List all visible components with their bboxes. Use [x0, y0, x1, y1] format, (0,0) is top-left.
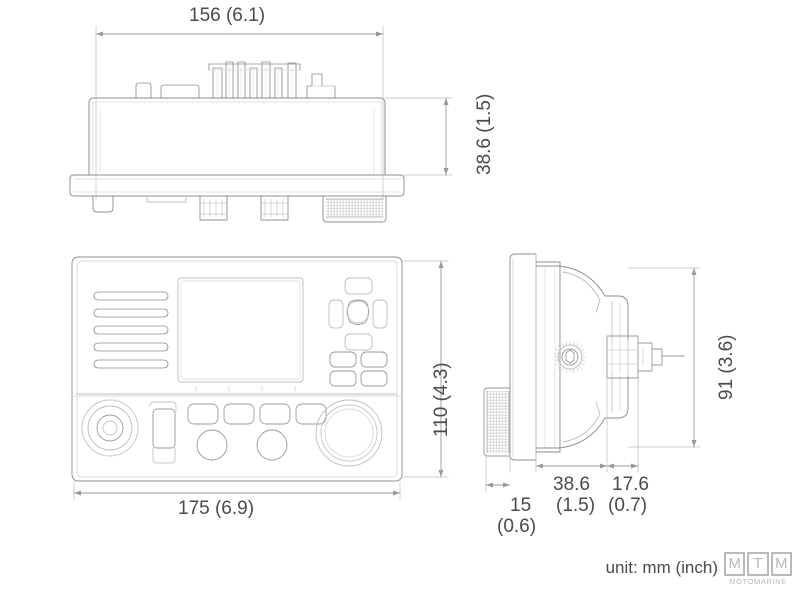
motomarine-watermark: M T M MOTOMARINE	[724, 552, 792, 586]
dim-label-side-bezel-bottom: (0.6)	[497, 516, 537, 537]
dim-line-top-width	[95, 31, 384, 37]
side-ribbed-connector	[483, 387, 511, 457]
dim-label-front-height: 110 (4.3)	[431, 362, 452, 437]
dim-label-side-conn-bottom: (0.7)	[608, 495, 648, 516]
dim-label-side-body-bottom: (1.5)	[556, 495, 596, 516]
speaker-grille	[93, 291, 169, 369]
top-view-connectors	[92, 195, 387, 223]
unit-note: unit: mm (inch)	[605, 558, 718, 577]
dim-label-side-bezel-top: 15	[510, 495, 532, 516]
dim-line-side-height	[691, 267, 697, 448]
dim-line-top-height	[443, 97, 449, 176]
side-view-geometry	[483, 253, 701, 493]
dim-label-top-width: 156 (6.1)	[189, 5, 266, 26]
dim-label-front-width: 175 (6.9)	[178, 498, 255, 519]
dim-line-side-conn	[606, 463, 639, 469]
logo-letter-m1: M	[724, 552, 746, 576]
top-view-geometry	[69, 25, 453, 223]
logo-wordmark: MOTOMARINE	[729, 577, 787, 586]
dim-label-side-conn-top: 17.6	[612, 474, 649, 495]
dim-label-top-height: 38.6 (1.5)	[474, 93, 495, 175]
lcd-display	[177, 277, 304, 383]
logo-letter-t: T	[747, 552, 769, 576]
logo-letter-boxes: M T M	[724, 552, 792, 576]
dim-line-side-body	[535, 463, 608, 469]
dim-line-front-width	[73, 490, 401, 496]
front-view-geometry	[71, 256, 449, 501]
keypad-cluster	[328, 277, 388, 387]
dim-line-front-height	[438, 260, 444, 478]
mounting-knob	[553, 340, 587, 374]
dim-line-side-bezel	[485, 482, 511, 488]
lower-controls	[81, 399, 383, 467]
dim-label-side-height: 91 (3.6)	[716, 334, 737, 400]
logo-letter-m2: M	[770, 552, 792, 576]
rear-connector	[606, 335, 685, 379]
dim-label-side-body-top: 38.6	[553, 474, 590, 495]
